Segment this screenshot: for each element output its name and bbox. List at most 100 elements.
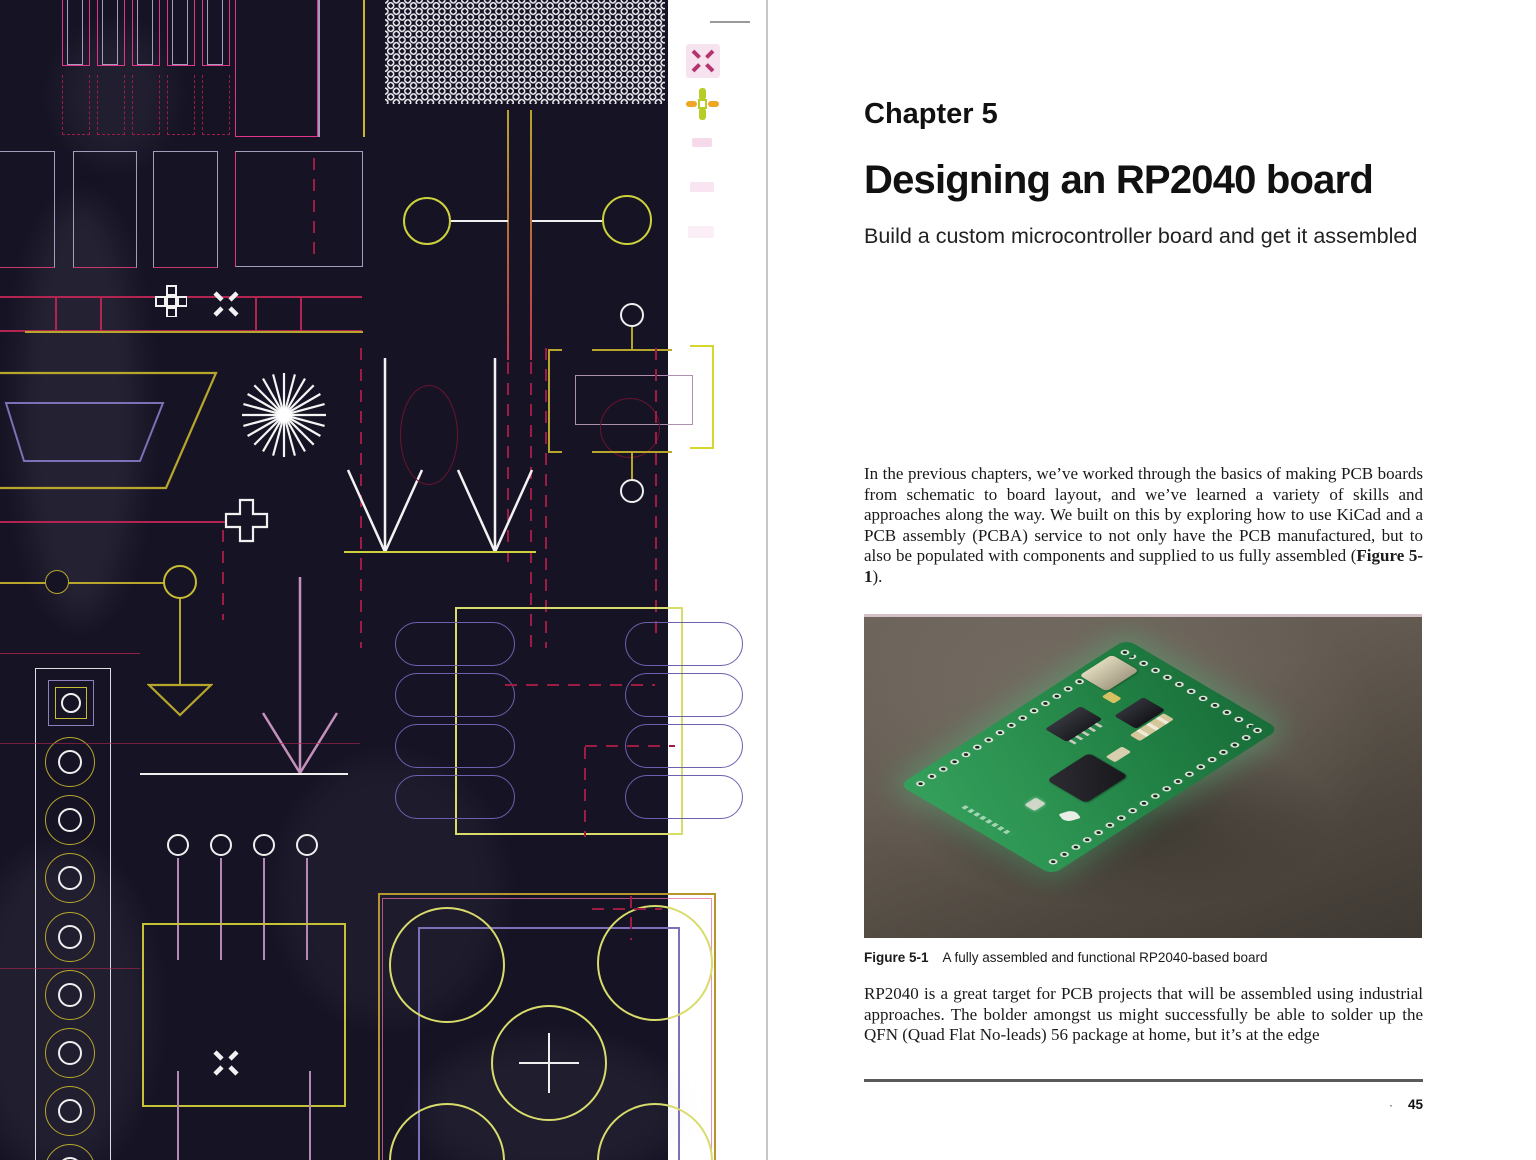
dashed-trace <box>585 745 675 747</box>
pad-rect <box>202 0 230 66</box>
led-component <box>1024 797 1046 811</box>
cut-mark-x-icon <box>213 291 239 317</box>
dashed-pad <box>132 75 160 135</box>
faint-mark <box>692 138 712 147</box>
round-pad <box>45 912 95 962</box>
starburst-icon <box>242 373 326 457</box>
pad-rect <box>167 0 195 66</box>
soic-pad <box>625 775 743 819</box>
dashed-trace <box>545 348 547 648</box>
via-dot-grid <box>385 0 665 104</box>
pad-rect <box>97 0 125 66</box>
round-pad <box>45 1028 95 1078</box>
cover-art-page <box>0 0 768 1160</box>
pin-header-outline <box>35 668 111 1160</box>
connector-trapezoid <box>0 371 218 490</box>
soic-pad <box>395 775 515 819</box>
soic-pad <box>395 673 515 717</box>
pad-rect-inner <box>67 0 83 65</box>
round-pad <box>45 970 95 1020</box>
component-rect <box>73 151 137 268</box>
silkscreen-logo <box>1058 809 1081 823</box>
chapter-subtitle: Build a custom microcontroller board and… <box>864 224 1418 248</box>
trace-line <box>318 0 320 137</box>
faint-mark <box>690 182 714 192</box>
trace-line <box>100 296 102 332</box>
pad-hole <box>58 983 82 1007</box>
pad-rect-inner <box>137 0 153 65</box>
down-arrow <box>456 358 534 553</box>
page-title: Designing an RP2040 board <box>864 158 1374 202</box>
pad-rect-inner <box>207 0 223 65</box>
trace-line <box>0 582 168 584</box>
dashed-trace <box>507 362 509 562</box>
soic-body-outline <box>455 607 683 835</box>
page-number: 45 <box>1407 1097 1423 1112</box>
bracket-left <box>548 349 562 453</box>
cover-art-background <box>0 0 668 1160</box>
trace-line <box>179 599 181 685</box>
figure-photo <box>864 614 1422 938</box>
pad-hole <box>58 750 82 774</box>
passive-component <box>1105 746 1132 763</box>
dashed-trace <box>655 348 657 640</box>
texture-blob <box>60 30 170 160</box>
round-pad <box>45 795 95 845</box>
mount-circle <box>597 905 713 1021</box>
round-pad <box>45 737 95 787</box>
texture-blob <box>20 200 140 620</box>
trace-line <box>0 968 140 969</box>
trace-line <box>507 110 509 360</box>
pad-rect-inner <box>172 0 188 65</box>
component-rect <box>0 151 55 268</box>
trace-line <box>631 327 633 351</box>
pin-circle <box>296 834 318 856</box>
faint-circle <box>600 398 660 458</box>
pad-hole <box>58 866 82 890</box>
trace-line <box>532 220 602 222</box>
body-paragraph: RP2040 is a great target for PCB project… <box>864 984 1423 1045</box>
dashed-pad <box>62 75 90 135</box>
module-outline-pink <box>382 898 712 1160</box>
dashed-pad <box>167 75 195 135</box>
pin-circle <box>210 834 232 856</box>
pin-circle <box>620 479 644 503</box>
soic-pad <box>625 673 743 717</box>
round-pad <box>45 853 95 903</box>
trace-line <box>530 110 532 360</box>
pad-rect-inner <box>102 0 118 65</box>
faint-ellipse <box>400 385 458 485</box>
mount-circle <box>389 907 505 1023</box>
bracket-right <box>690 345 714 449</box>
pad-hole <box>58 925 82 949</box>
component-rect <box>235 151 363 267</box>
pad-hole <box>58 1099 82 1123</box>
cut-mark-x-icon-pink <box>691 49 715 73</box>
gutter-tick <box>710 21 750 23</box>
footer-rule <box>864 1079 1423 1082</box>
pad-rect-wide <box>235 0 318 137</box>
pin-circle <box>167 834 189 856</box>
trace-line <box>300 296 302 332</box>
trace-line <box>0 521 225 523</box>
pin-circle <box>620 303 644 327</box>
via-circle <box>602 195 652 245</box>
trace-line <box>25 331 363 333</box>
module-outline-violet <box>418 927 680 1160</box>
pin-stem <box>306 858 308 960</box>
round-pad <box>45 1086 95 1136</box>
pad-rect <box>62 0 90 66</box>
pad-hole <box>61 693 81 713</box>
trace-line <box>0 330 362 332</box>
pad-hole <box>58 1041 82 1065</box>
via-circle <box>403 197 451 245</box>
square-pad-inner <box>55 687 87 719</box>
square-pad <box>48 680 94 726</box>
trace-line <box>451 220 508 222</box>
dashed-trace <box>592 908 662 910</box>
gutter-icon-bg <box>686 44 720 78</box>
pad-hole <box>58 808 82 832</box>
